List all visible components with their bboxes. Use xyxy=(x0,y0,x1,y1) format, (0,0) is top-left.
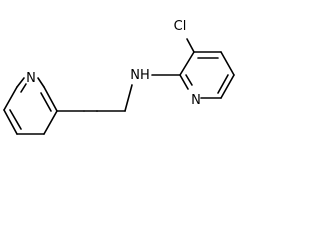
bond-right-ring-double-c xyxy=(185,74,193,86)
bond-left-ring-double-b xyxy=(40,92,52,112)
bond-right-ring-4 xyxy=(220,74,235,99)
chlorine-label: Cl xyxy=(174,19,187,34)
bond-left-ring-double-a xyxy=(9,109,22,130)
bond-right-ring-1 xyxy=(179,51,195,76)
bond-right-ring-double-b xyxy=(217,74,229,94)
bond-left-ring-7 xyxy=(16,77,25,88)
bond-left-ring-2 xyxy=(3,109,18,135)
bond-left-ring-4 xyxy=(43,110,58,135)
bond-left-ring-5 xyxy=(43,86,58,112)
molecule-structure: N NH N Cl xyxy=(3,19,235,135)
bond-left-ring-double-c xyxy=(20,83,27,93)
pyridine-n-right-label: N xyxy=(191,93,201,108)
pyridine-n-left-label: N xyxy=(26,71,36,86)
bond-left-ring-6 xyxy=(37,77,45,88)
right-pyridine-ring xyxy=(179,51,235,99)
amine-nh-label: NH xyxy=(130,68,150,83)
bond-ring-to-cl xyxy=(186,38,195,53)
bond-left-ring-1 xyxy=(3,86,18,111)
bond-right-ring-3 xyxy=(220,51,235,76)
bond-ch2-nh xyxy=(124,84,133,112)
left-pyridine-ring xyxy=(3,77,58,135)
bond-right-ring-6 xyxy=(179,74,189,90)
